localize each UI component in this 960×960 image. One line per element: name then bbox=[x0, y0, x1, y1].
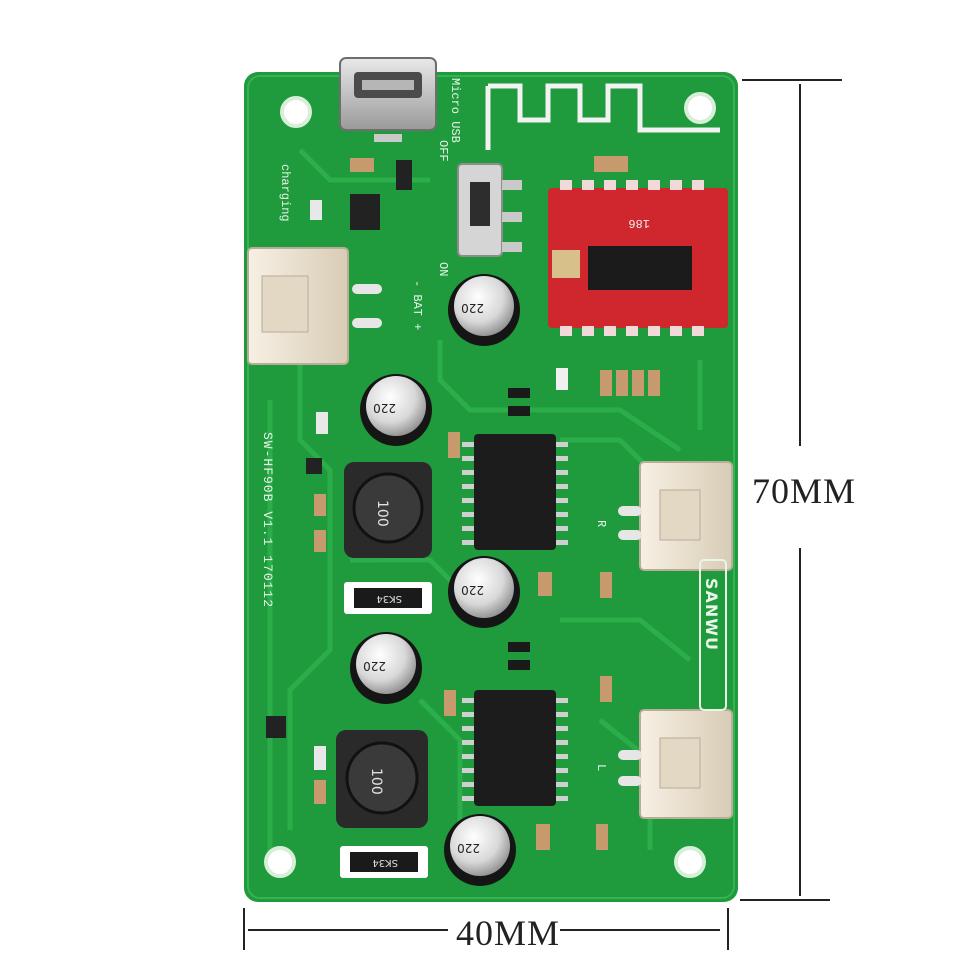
capacitor-3-value: 220 bbox=[461, 583, 484, 597]
board-model-label: SW-HF90B V1.1 170112 bbox=[260, 432, 275, 608]
micro-usb-port bbox=[339, 57, 437, 142]
capacitor-5-value: 220 bbox=[457, 841, 480, 855]
capacitor-4 bbox=[350, 632, 422, 704]
width-dimension-label: 40MM bbox=[456, 913, 561, 953]
capacitor-1 bbox=[448, 274, 520, 346]
bluetooth-module bbox=[548, 180, 728, 336]
capacitor-5 bbox=[444, 814, 516, 886]
power-switch[interactable] bbox=[457, 163, 522, 257]
usb-label: Micro USB bbox=[448, 78, 462, 143]
capacitor-2 bbox=[360, 374, 432, 446]
diode-2 bbox=[340, 846, 428, 878]
antenna-trace bbox=[485, 83, 720, 150]
switch-on-label: ON bbox=[436, 262, 450, 276]
battery-connector bbox=[247, 247, 382, 365]
bat-label: - BAT + bbox=[410, 280, 424, 330]
channel-r-label: R bbox=[594, 520, 608, 527]
speaker-connector-r bbox=[618, 461, 733, 571]
capacitor-4-value: 220 bbox=[363, 659, 386, 673]
brand-label: SANWU bbox=[702, 578, 721, 651]
smd-components bbox=[266, 156, 660, 850]
amplifier-ic-2 bbox=[462, 690, 568, 806]
mounting-holes bbox=[264, 92, 716, 878]
inductor-1 bbox=[344, 462, 432, 558]
inductor-2-value: 100 bbox=[368, 768, 384, 795]
switch-off-label: OFF bbox=[436, 140, 450, 162]
height-dimension-label: 70MM bbox=[752, 471, 857, 511]
channel-l-label: L bbox=[594, 764, 608, 771]
diode-1 bbox=[344, 582, 432, 614]
brand-logo: SANWU bbox=[699, 559, 727, 711]
inductor-1-value: 100 bbox=[374, 500, 390, 527]
bt-chip-label: 186 bbox=[628, 216, 650, 230]
capacitor-2-value: 220 bbox=[373, 401, 396, 415]
dimension-lines bbox=[243, 79, 842, 950]
diode-2-label: SK34 bbox=[372, 857, 398, 868]
capacitor-3 bbox=[448, 556, 520, 628]
speaker-connector-l bbox=[618, 709, 733, 819]
inductor-2 bbox=[336, 730, 428, 828]
capacitor-1-value: 220 bbox=[461, 301, 484, 315]
charging-label: charging bbox=[278, 164, 292, 222]
diode-1-label: SK34 bbox=[376, 593, 402, 604]
amplifier-ic-1 bbox=[462, 434, 568, 550]
